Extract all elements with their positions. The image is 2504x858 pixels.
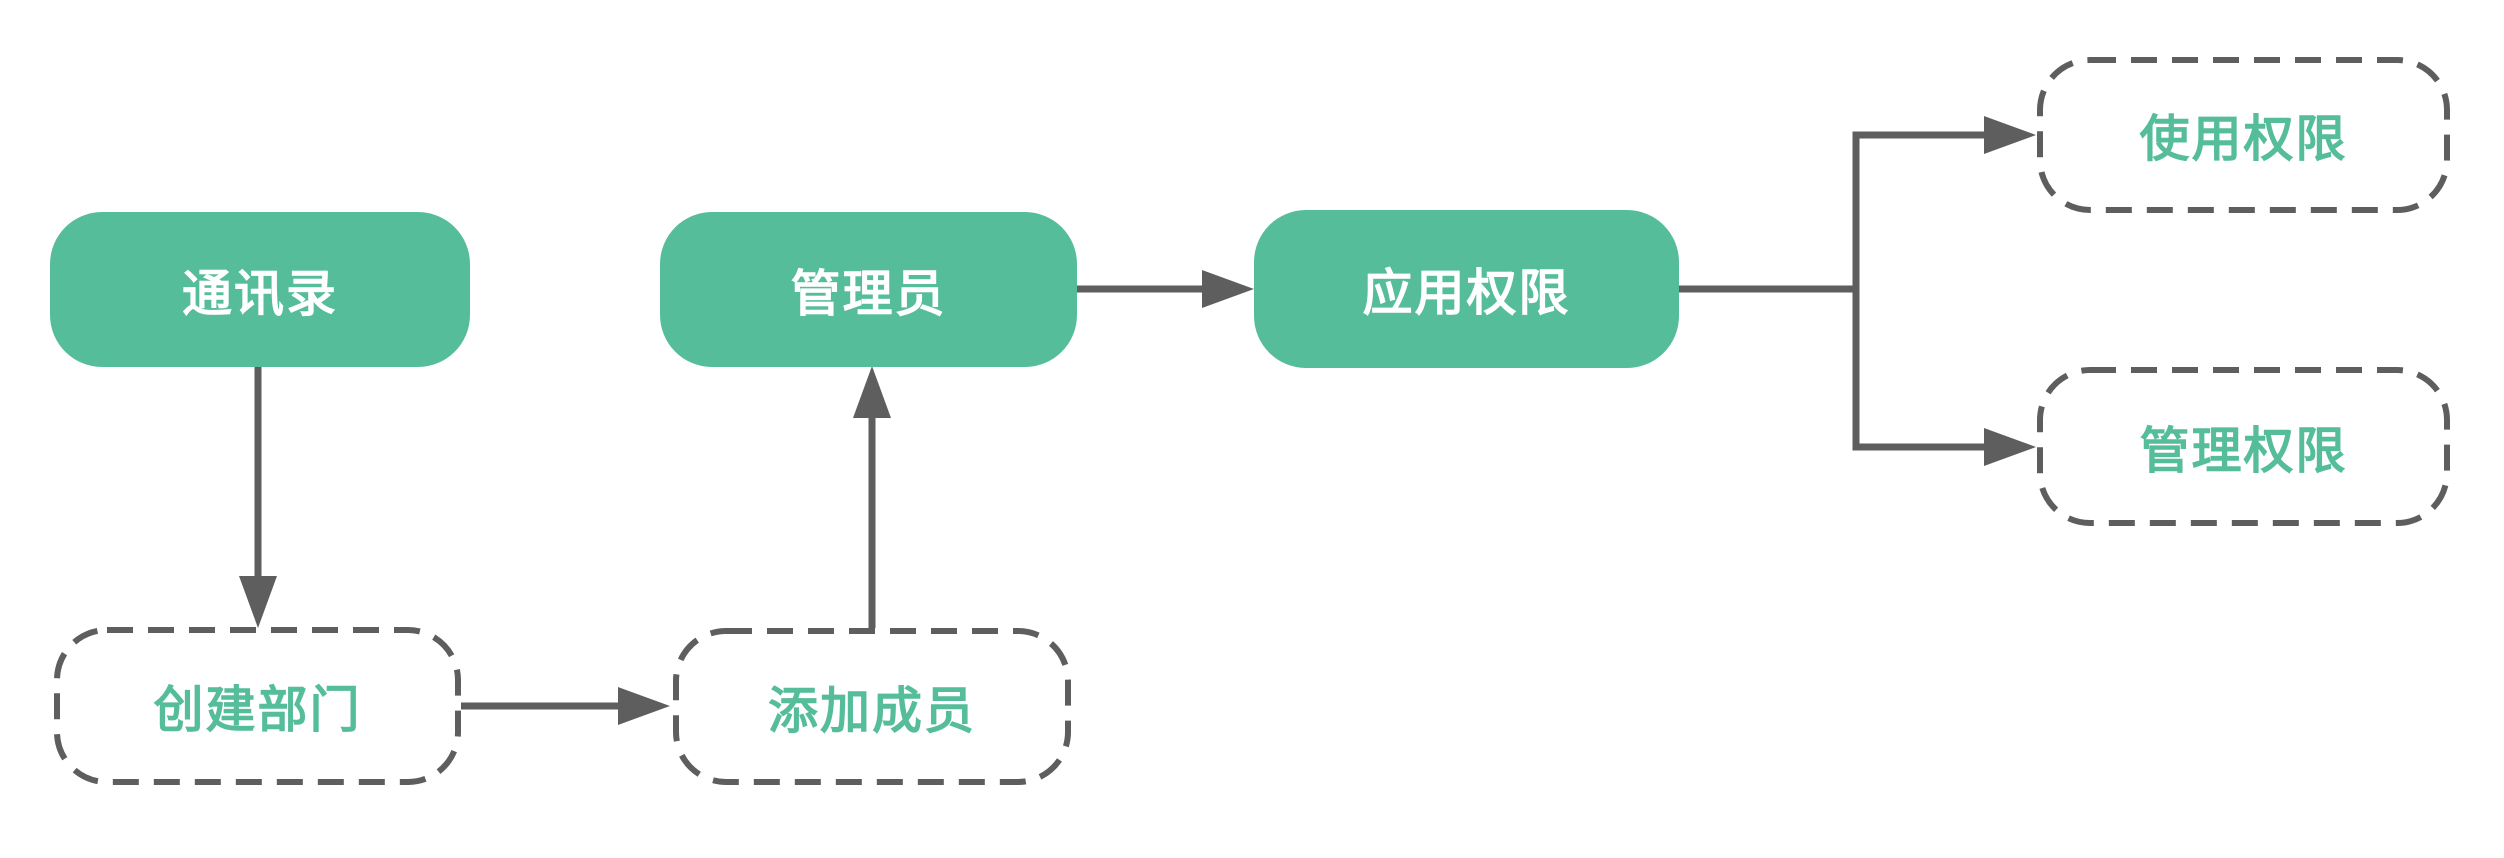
dashed-border bbox=[2037, 367, 2450, 526]
edge-app-permissions-branch bbox=[1675, 131, 1987, 451]
arrowhead-down-icon bbox=[239, 576, 277, 628]
node-usage-permissions-label: 使用权限 bbox=[2139, 110, 2348, 168]
dashed-border bbox=[673, 628, 1071, 785]
arrowhead-right-icon bbox=[1984, 116, 2036, 154]
node-admin: 管理员 bbox=[660, 212, 1077, 367]
node-create-department-label: 创建部门 bbox=[153, 681, 362, 739]
node-admin-label: 管理员 bbox=[790, 264, 947, 323]
arrowhead-right-icon bbox=[1984, 428, 2036, 466]
node-admin-permissions: 管理权限 bbox=[2037, 367, 2450, 526]
node-contacts: 通讯录 bbox=[50, 212, 470, 367]
arrowhead-right-icon bbox=[618, 687, 670, 725]
node-add-members-label: 添加成员 bbox=[768, 681, 976, 740]
node-app-permissions: 应用权限 bbox=[1254, 210, 1679, 368]
dashed-border bbox=[2037, 57, 2450, 213]
node-create-department: 创建部门 bbox=[54, 627, 461, 785]
node-contacts-label: 通讯录 bbox=[182, 264, 338, 323]
dashed-border bbox=[54, 627, 461, 785]
node-app-permissions-label: 应用权限 bbox=[1362, 264, 1571, 322]
arrowhead-up-icon bbox=[853, 366, 891, 418]
arrowhead-right-icon bbox=[1202, 270, 1254, 308]
node-add-members: 添加成员 bbox=[673, 628, 1071, 785]
node-admin-permissions-label: 管理权限 bbox=[2139, 421, 2348, 480]
node-usage-permissions: 使用权限 bbox=[2037, 57, 2450, 213]
